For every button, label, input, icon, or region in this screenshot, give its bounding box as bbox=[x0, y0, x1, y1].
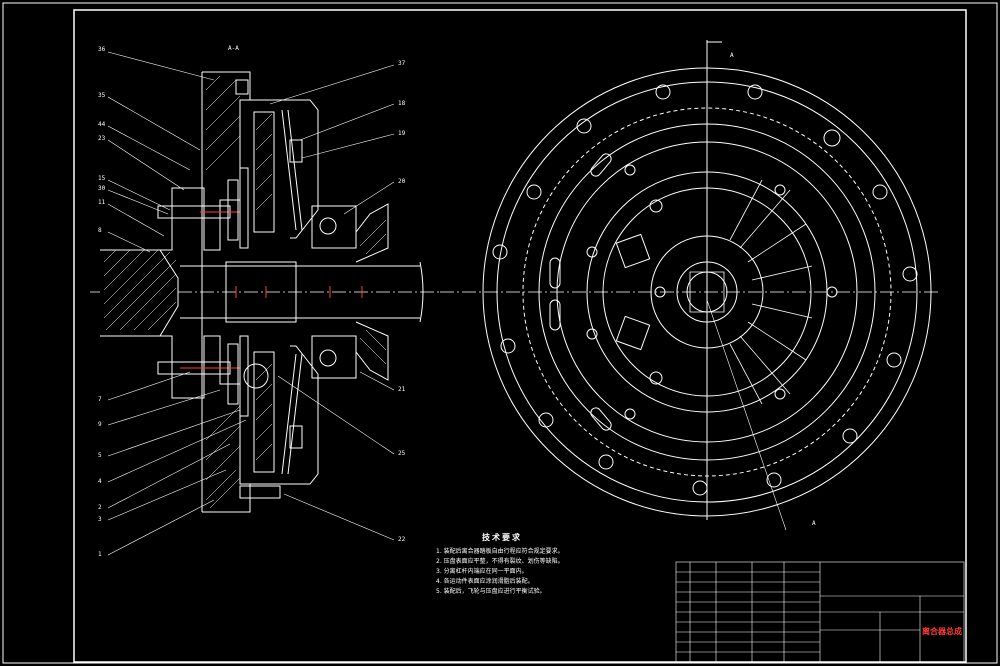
callout: 23 bbox=[98, 135, 106, 142]
callout: 36 bbox=[98, 46, 106, 53]
callout: 18 bbox=[398, 100, 406, 107]
view-mark-top: A bbox=[730, 52, 734, 59]
callout: 7 bbox=[98, 396, 102, 403]
callout: 3 bbox=[98, 516, 102, 523]
callout: 22 bbox=[398, 536, 406, 543]
callout: 37 bbox=[398, 60, 406, 67]
callout: 19 bbox=[398, 130, 406, 137]
callout: 30 bbox=[98, 185, 106, 192]
view-mark-bottom: A bbox=[812, 520, 816, 527]
tech-line: 4. 各运动件表面应涂润滑脂后装配。 bbox=[436, 578, 534, 585]
callout: 8 bbox=[98, 227, 102, 234]
title-block-name: 离合器总成 bbox=[922, 627, 962, 636]
tech-line: 1. 装配后离合器踏板自由行程应符合规定要求。 bbox=[436, 548, 564, 555]
callout: 44 bbox=[98, 121, 106, 128]
section-label: A-A bbox=[228, 45, 239, 52]
callout: 9 bbox=[98, 421, 102, 428]
section-view bbox=[90, 71, 440, 513]
front-view bbox=[440, 40, 940, 531]
callout: 11 bbox=[98, 199, 106, 206]
callout: 21 bbox=[398, 386, 406, 393]
ring-holes bbox=[492, 84, 918, 496]
tech-requirements-title: 技术要求 bbox=[482, 533, 522, 542]
callout: 35 bbox=[98, 92, 106, 99]
callout: 20 bbox=[398, 178, 406, 185]
callout: 25 bbox=[398, 450, 406, 457]
inner-border bbox=[73, 9, 967, 663]
callout: 4 bbox=[98, 478, 102, 485]
leader-lines bbox=[107, 51, 395, 556]
callout: 1 bbox=[98, 551, 102, 558]
tech-line: 2. 压盘表面应平整，不得有裂纹、划伤等缺陷。 bbox=[436, 558, 564, 565]
callout: 15 bbox=[98, 175, 106, 182]
callout: 2 bbox=[98, 504, 102, 511]
tech-line: 5. 装配后，飞轮与压盘应进行平衡试验。 bbox=[436, 588, 546, 595]
tech-line: 3. 分离杠杆内端应在同一平面内。 bbox=[436, 568, 528, 575]
title-block-lines bbox=[675, 561, 965, 663]
callout: 5 bbox=[98, 452, 102, 459]
